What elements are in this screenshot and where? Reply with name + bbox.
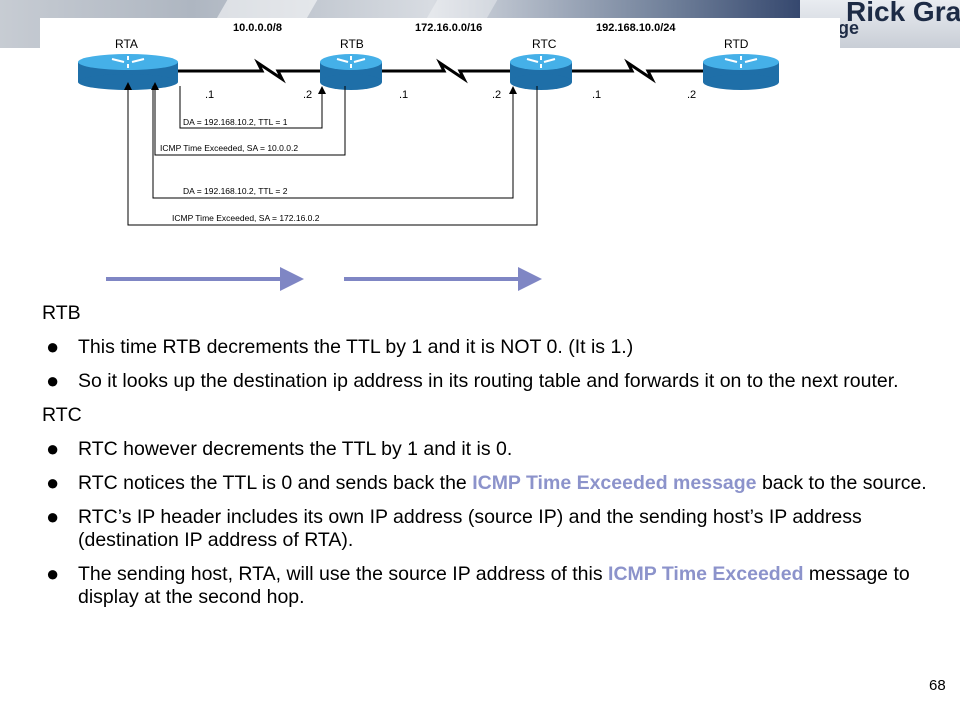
- rtc-bullet: ● RTC however decrements the TTL by 1 and…: [42, 436, 932, 461]
- rtb-heading: RTB: [42, 302, 81, 324]
- network-label-3: 192.168.10.0/24: [596, 22, 676, 34]
- interface-label: .2: [492, 89, 501, 101]
- serial-link-3: [570, 58, 704, 84]
- highlight-text: ICMP Time Exceeded: [608, 563, 804, 585]
- icmp-reply-label-1: ICMP Time Exceeded, SA = 10.0.0.2: [160, 143, 298, 153]
- bullet-text: back to the source.: [756, 472, 927, 494]
- bullet-text: The sending host, RTA, will use the sour…: [78, 563, 609, 585]
- interface-label: .1: [399, 89, 408, 101]
- rtb-bullet: ● This time RTB decrements the TTL by 1 a…: [42, 334, 932, 359]
- packet-path-ttl2: [152, 86, 517, 199]
- author-subtitle: ge: [838, 18, 860, 38]
- router-label-rtc: RTC: [532, 37, 557, 51]
- router-rtb-icon: [320, 54, 382, 90]
- rtc-heading: RTC: [42, 404, 82, 426]
- highlight-text: ICMP Time Exceeded message: [472, 472, 757, 494]
- packet-label-ttl1: DA = 192.168.10.2, TTL = 1: [183, 117, 288, 127]
- router-rtd-icon: [703, 54, 779, 90]
- network-label-2: 172.16.0.0/16: [415, 22, 482, 34]
- interface-label: .2: [303, 89, 312, 101]
- router-label-rta: RTA: [115, 37, 138, 51]
- packet-path-ttl1: [179, 86, 326, 129]
- rtb-bullet: ● So it looks up the destination ip addre…: [42, 368, 932, 393]
- bullet-text: RTC however decrements the TTL by 1 and …: [78, 438, 513, 460]
- bullet-text: So it looks up the destination ip addres…: [78, 370, 899, 392]
- slide-body: RTB ● This time RTB decrements the TTL by…: [42, 302, 932, 620]
- rtc-bullet: ● The sending host, RTA, will use the sou…: [42, 561, 932, 609]
- bullet-icon: ●: [46, 368, 60, 393]
- page-number: 68: [929, 677, 946, 694]
- packet-label-ttl2: DA = 192.168.10.2, TTL = 2: [183, 186, 288, 196]
- author-name: Rick Graziani: [846, 0, 960, 27]
- icmp-reply-label-2: ICMP Time Exceeded, SA = 172.16.0.2: [172, 213, 320, 223]
- router-label-rtd: RTD: [724, 37, 749, 51]
- rtc-bullet: ● RTC notices the TTL is 0 and sends back…: [42, 470, 932, 495]
- bullet-text: RTC’s IP header includes its own IP addr…: [78, 506, 862, 551]
- icmp-reply-path-2: [124, 82, 538, 226]
- interface-label: .2: [687, 89, 696, 101]
- bullet-icon: ●: [46, 504, 60, 529]
- interface-label: .1: [205, 89, 214, 101]
- bullet-text: message to display at the second hop.: [78, 563, 910, 608]
- bullet-icon: ●: [46, 436, 60, 461]
- serial-link-2: [382, 58, 512, 84]
- bullet-text: This time RTB decrements the TTL by 1 an…: [78, 336, 634, 358]
- bullet-icon: ●: [46, 470, 60, 495]
- router-rta-icon: [78, 54, 178, 90]
- network-diagram: 10.0.0.0/8 172.16.0.0/16 192.168.10.0/24…: [78, 22, 779, 291]
- icmp-reply-path-1: [151, 82, 346, 156]
- bullet-icon: ●: [46, 561, 60, 586]
- rtc-bullet: ● RTC’s IP header includes its own IP add…: [42, 504, 932, 552]
- bullet-icon: ●: [46, 334, 60, 359]
- interface-label: .1: [592, 89, 601, 101]
- serial-link-1: [178, 58, 322, 84]
- router-label-rtb: RTB: [340, 37, 364, 51]
- network-label-1: 10.0.0.0/8: [233, 22, 282, 34]
- bullet-text: RTC notices the TTL is 0 and sends back …: [78, 472, 473, 494]
- router-rtc-icon: [510, 54, 572, 90]
